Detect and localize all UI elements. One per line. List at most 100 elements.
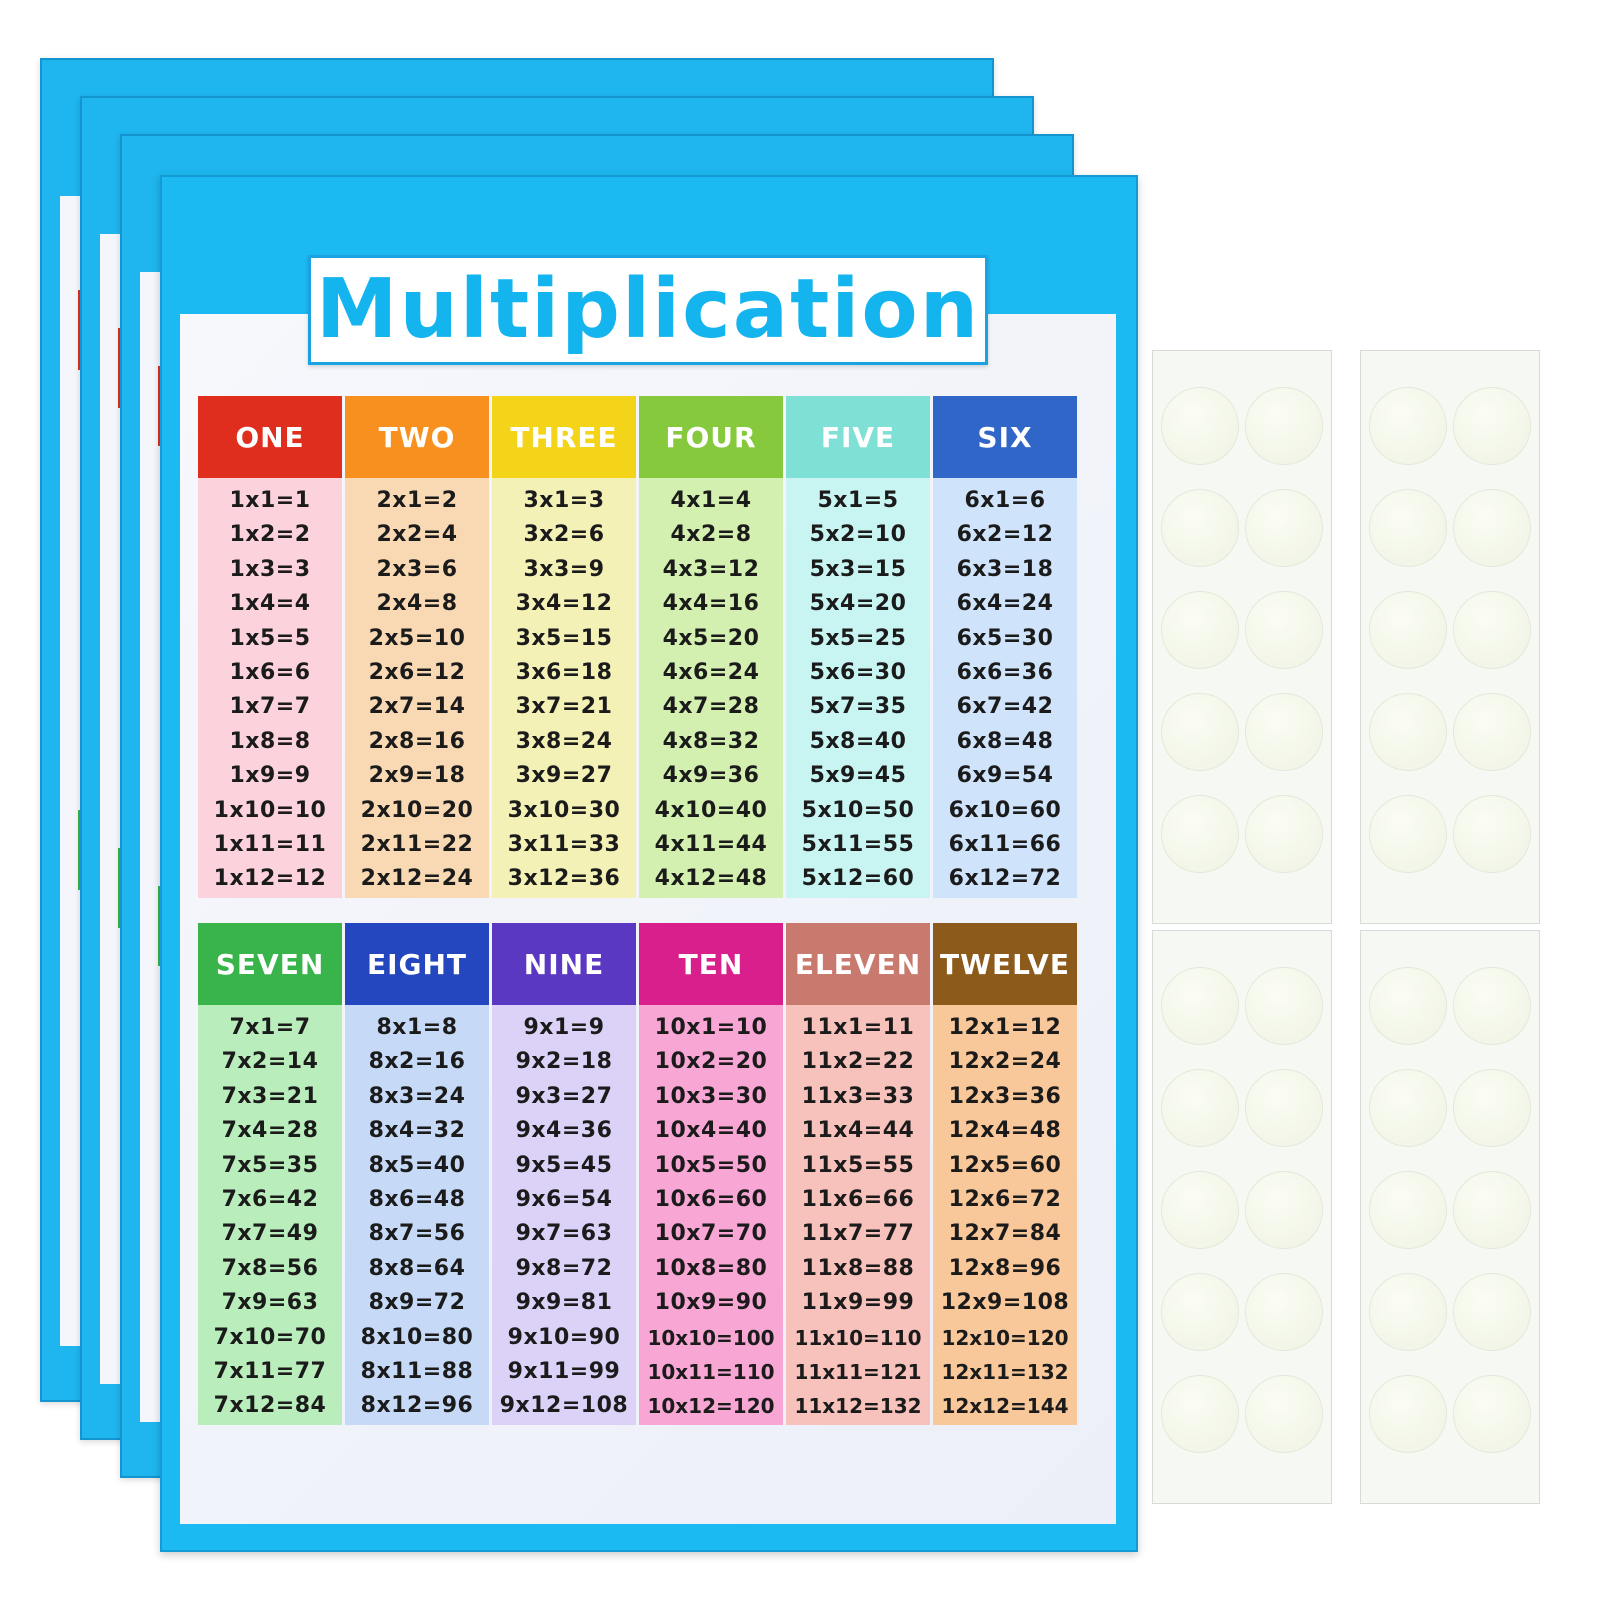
adhesive-dot xyxy=(1161,489,1239,567)
multiplication-fact: 2x7=14 xyxy=(368,694,466,720)
multiplication-fact: 4x1=4 xyxy=(670,488,752,513)
adhesive-dot xyxy=(1245,1375,1323,1453)
multiplication-fact: 1x10=10 xyxy=(213,797,327,823)
multiplication-fact: 9x2=18 xyxy=(515,1049,613,1075)
multiplication-fact: 11x5=55 xyxy=(801,1152,915,1178)
adhesive-dot xyxy=(1161,1069,1239,1147)
multiplication-fact: 6x12=72 xyxy=(948,866,1062,892)
adhesive-dot xyxy=(1453,795,1531,873)
multiplication-fact: 4x12=48 xyxy=(654,866,768,892)
table-heading: TWELVE xyxy=(933,923,1077,1005)
multiplication-fact: 2x9=18 xyxy=(368,763,466,789)
multiplication-fact: 1x5=5 xyxy=(229,625,311,651)
multiplication-fact: 10x5=50 xyxy=(654,1152,768,1178)
multiplication-fact: 11x11=121 xyxy=(794,1359,922,1384)
multiplication-fact: 6x1=6 xyxy=(964,488,1046,513)
multiplication-fact: 8x6=48 xyxy=(368,1186,466,1212)
adhesive-dot xyxy=(1369,795,1447,873)
multiplication-fact: 7x3=21 xyxy=(221,1083,319,1109)
multiplication-fact: 2x8=16 xyxy=(368,728,466,754)
adhesive-dot xyxy=(1453,967,1531,1045)
multiplication-fact: 10x1=10 xyxy=(654,1015,768,1040)
multiplication-fact: 3x7=21 xyxy=(515,694,613,720)
multiplication-fact: 4x11=44 xyxy=(654,831,768,857)
adhesive-dot xyxy=(1245,693,1323,771)
multiplication-fact: 3x3=9 xyxy=(523,556,605,582)
poster-title-box: Multiplication xyxy=(308,255,988,365)
multiplication-fact: 12x11=132 xyxy=(941,1359,1069,1384)
multiplication-fact: 12x5=60 xyxy=(948,1152,1062,1178)
table-heading: FIVE xyxy=(786,396,930,478)
multiplication-fact: 9x10=90 xyxy=(507,1324,621,1350)
multiplication-fact: 6x3=18 xyxy=(956,556,1054,582)
adhesive-dot xyxy=(1161,591,1239,669)
multiplication-fact: 7x7=49 xyxy=(221,1221,319,1247)
adhesive-dot xyxy=(1369,489,1447,567)
multiplication-fact: 9x12=108 xyxy=(499,1393,629,1419)
multiplication-fact: 1x1=1 xyxy=(229,488,311,513)
multiplication-fact: 4x2=8 xyxy=(670,522,752,548)
multiplication-fact: 2x10=20 xyxy=(360,797,474,823)
multiplication-fact: 6x5=30 xyxy=(956,625,1054,651)
multiplication-fact: 8x1=8 xyxy=(376,1015,458,1040)
multiplication-fact: 11x1=11 xyxy=(801,1015,915,1040)
table-heading: SIX xyxy=(933,396,1077,478)
adhesive-dot xyxy=(1161,1273,1239,1351)
multiplication-fact: 9x1=9 xyxy=(523,1015,605,1040)
multiplication-fact: 5x7=35 xyxy=(809,694,907,720)
multiplication-fact: 7x1=7 xyxy=(229,1015,311,1040)
adhesive-dot xyxy=(1369,387,1447,465)
multiplication-fact: 11x4=44 xyxy=(801,1118,915,1144)
multiplication-fact: 7x12=84 xyxy=(213,1393,327,1419)
adhesive-dot xyxy=(1453,489,1531,567)
multiplication-fact: 3x5=15 xyxy=(515,625,613,651)
multiplication-fact: 8x9=72 xyxy=(368,1290,466,1316)
multiplication-fact: 9x3=27 xyxy=(515,1083,613,1109)
adhesive-dot xyxy=(1161,1375,1239,1453)
adhesive-dot xyxy=(1369,1171,1447,1249)
multiplication-fact: 5x5=25 xyxy=(809,625,907,651)
sticker-sheet xyxy=(1360,350,1540,924)
multiplication-fact: 12x7=84 xyxy=(948,1221,1062,1247)
adhesive-dot xyxy=(1369,693,1447,771)
multiplication-fact: 1x3=3 xyxy=(229,556,311,582)
table-heading: SEVEN xyxy=(198,923,342,1005)
multiplication-fact: 11x3=33 xyxy=(801,1083,915,1109)
adhesive-dot xyxy=(1369,1069,1447,1147)
table-heading: EIGHT xyxy=(345,923,489,1005)
multiplication-fact: 9x7=63 xyxy=(515,1221,613,1247)
multiplication-fact: 12x8=96 xyxy=(948,1255,1062,1281)
multiplication-fact: 6x6=36 xyxy=(956,659,1054,685)
multiplication-fact: 7x10=70 xyxy=(213,1324,327,1350)
multiplication-fact: 7x8=56 xyxy=(221,1255,319,1281)
multiplication-fact: 5x11=55 xyxy=(801,831,915,857)
adhesive-dot xyxy=(1369,1375,1447,1453)
multiplication-fact: 8x10=80 xyxy=(360,1324,474,1350)
adhesive-dot xyxy=(1245,1069,1323,1147)
adhesive-dot xyxy=(1245,489,1323,567)
multiplication-fact: 12x2=24 xyxy=(948,1049,1062,1075)
multiplication-fact: 1x4=4 xyxy=(229,591,311,617)
multiplication-fact: 3x8=24 xyxy=(515,728,613,754)
adhesive-dot xyxy=(1161,693,1239,771)
adhesive-dot xyxy=(1453,1273,1531,1351)
table-heading: NINE xyxy=(492,923,636,1005)
multiplication-fact: 6x4=24 xyxy=(956,591,1054,617)
adhesive-dot xyxy=(1245,1171,1323,1249)
multiplication-fact: 10x11=110 xyxy=(647,1359,775,1384)
